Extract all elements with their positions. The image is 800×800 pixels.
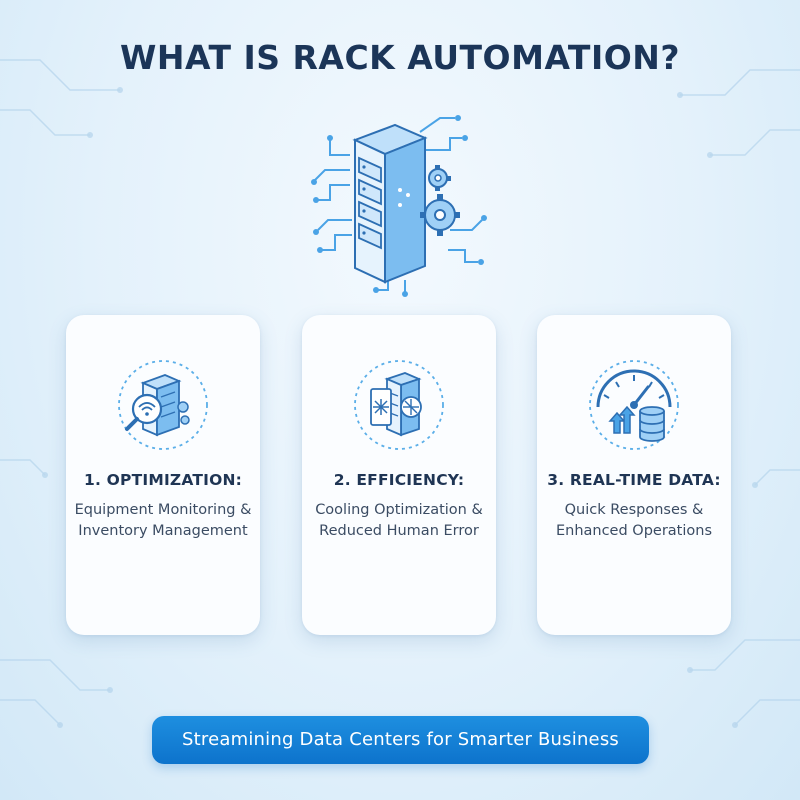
server-search-wifi-icon [118,360,208,450]
card-real-time-data: 3. REAL-TIME DATA: Quick Responses & Enh… [537,315,731,635]
card-title: 3. REAL-TIME DATA: [547,471,721,489]
gauge-database-icon [589,360,679,450]
tagline-banner: Streamining Data Centers for Smarter Bus… [152,716,649,764]
server-rack-gears-icon [311,115,487,297]
card-description: Cooling Optimization & Reduced Human Err… [315,502,483,539]
card-efficiency: 2. EFFICIENCY: Cooling Optimization & Re… [302,315,496,635]
card-title: 1. OPTIMIZATION: [83,471,243,489]
page-title: WHAT IS RACK AUTOMATION? [119,38,681,77]
server-cooling-fan-icon [354,360,444,450]
card-optimization: 1. OPTIMIZATION: Equipment Monitoring & … [66,315,260,635]
card-description: Equipment Monitoring & Inventory Managem… [74,502,252,539]
card-title: 2. EFFICIENCY: [333,471,465,489]
card-description: Quick Responses & Enhanced Operations [555,502,713,539]
